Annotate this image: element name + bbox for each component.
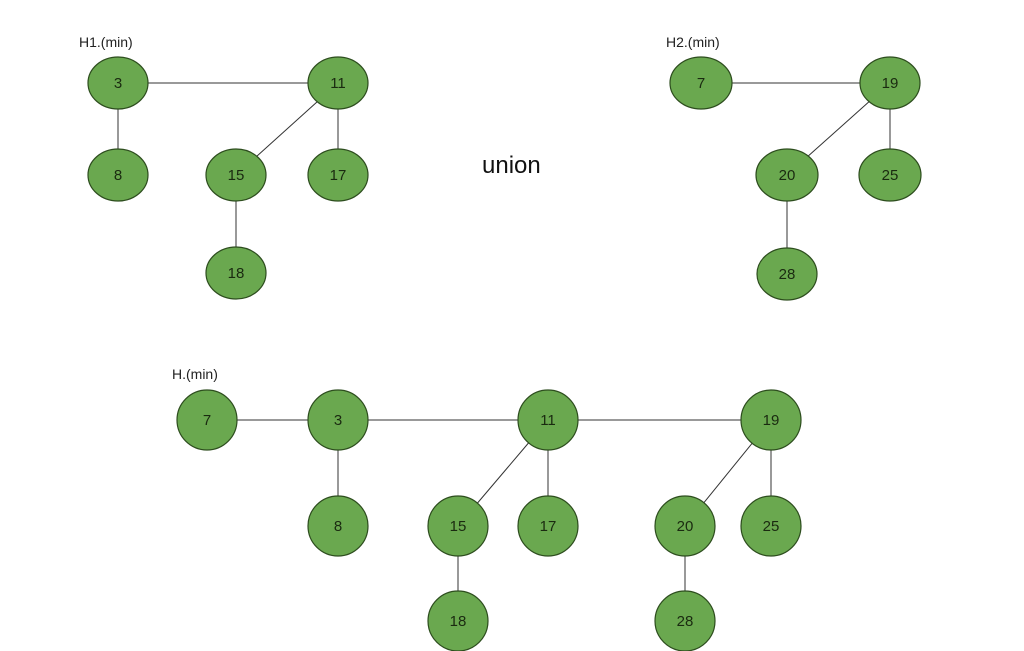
heap-node-h-25: 25 — [740, 495, 802, 557]
node-key-label: 18 — [228, 265, 245, 282]
heap-node-h-19: 19 — [740, 389, 802, 451]
node-shape — [740, 495, 802, 557]
tree-edge-h2-19-h2-20 — [807, 101, 870, 157]
node-shape — [669, 56, 733, 110]
heap-node-h1-8: 8 — [87, 148, 149, 202]
tree-edge-h-11-h-15 — [477, 442, 529, 504]
node-key-label: 18 — [450, 613, 467, 630]
node-shape — [87, 148, 149, 202]
heap-node-h2-28: 28 — [756, 247, 818, 301]
heap-node-h-15: 15 — [427, 495, 489, 557]
node-key-label: 11 — [330, 75, 346, 92]
node-shape — [307, 56, 369, 110]
edges-layer — [117, 82, 891, 591]
heap-node-h1-3: 3 — [87, 56, 149, 110]
node-key-label: 15 — [228, 167, 245, 184]
node-shape — [87, 56, 149, 110]
node-shape — [427, 495, 489, 557]
node-shape — [307, 495, 369, 557]
heap-node-h-17: 17 — [517, 495, 579, 557]
node-shape — [205, 246, 267, 300]
node-shape — [307, 148, 369, 202]
node-key-label: 19 — [882, 75, 899, 92]
node-key-label: 28 — [779, 266, 796, 283]
heap-node-h1-11: 11 — [307, 56, 369, 110]
heap-node-h-7: 7 — [176, 389, 238, 451]
node-key-label: 11 — [540, 412, 556, 429]
node-shape — [858, 148, 922, 202]
heap-node-h1-15: 15 — [205, 148, 267, 202]
heap-node-h1-18: 18 — [205, 246, 267, 300]
node-key-label: 7 — [697, 75, 705, 92]
node-shape — [517, 389, 579, 451]
node-key-label: 20 — [779, 167, 796, 184]
node-shape — [517, 495, 579, 557]
node-shape — [740, 389, 802, 451]
node-key-label: 28 — [677, 613, 694, 630]
heap-node-h2-7: 7 — [669, 56, 733, 110]
node-key-label: 19 — [763, 412, 780, 429]
node-key-label: 8 — [334, 518, 342, 535]
node-shape — [654, 495, 716, 557]
heap-node-h-28: 28 — [654, 590, 716, 651]
tree-edge-h-19-h-20 — [703, 442, 753, 504]
node-key-label: 8 — [114, 167, 122, 184]
heap-node-h1-17: 17 — [307, 148, 369, 202]
node-key-label: 17 — [540, 518, 557, 535]
heap-node-h2-19: 19 — [859, 56, 921, 110]
heap-node-h-11: 11 — [517, 389, 579, 451]
node-key-label: 17 — [330, 167, 347, 184]
node-key-label: 7 — [203, 412, 211, 429]
tree-edge-h1-11-h1-15 — [256, 101, 318, 157]
heap-label-h: H.(min) — [172, 366, 218, 382]
node-shape — [176, 389, 238, 451]
node-shape — [205, 148, 267, 202]
heap-node-h-20: 20 — [654, 495, 716, 557]
node-key-label: 25 — [882, 167, 899, 184]
heap-label-h2: H2.(min) — [666, 34, 720, 50]
node-key-label: 3 — [334, 412, 342, 429]
node-shape — [756, 247, 818, 301]
node-shape — [427, 590, 489, 651]
node-shape — [307, 389, 369, 451]
node-key-label: 25 — [763, 518, 780, 535]
heap-node-h2-25: 25 — [858, 148, 922, 202]
heap-node-h-3: 3 — [307, 389, 369, 451]
node-shape — [859, 56, 921, 110]
node-key-label: 15 — [450, 518, 467, 535]
heap-node-h2-20: 20 — [755, 148, 819, 202]
heap-node-h-18: 18 — [427, 590, 489, 651]
node-key-label: 20 — [677, 518, 694, 535]
union-operation-label: union — [482, 152, 541, 179]
node-shape — [755, 148, 819, 202]
node-key-label: 3 — [114, 75, 122, 92]
nodes-layer: 3 11 8 15 17 18 7 19 20 25 28 7 3 11 19 8 15 17 20 25 18 28 — [87, 56, 922, 651]
node-shape — [654, 590, 716, 651]
heap-node-h-8: 8 — [307, 495, 369, 557]
heap-label-h1: H1.(min) — [79, 34, 133, 50]
